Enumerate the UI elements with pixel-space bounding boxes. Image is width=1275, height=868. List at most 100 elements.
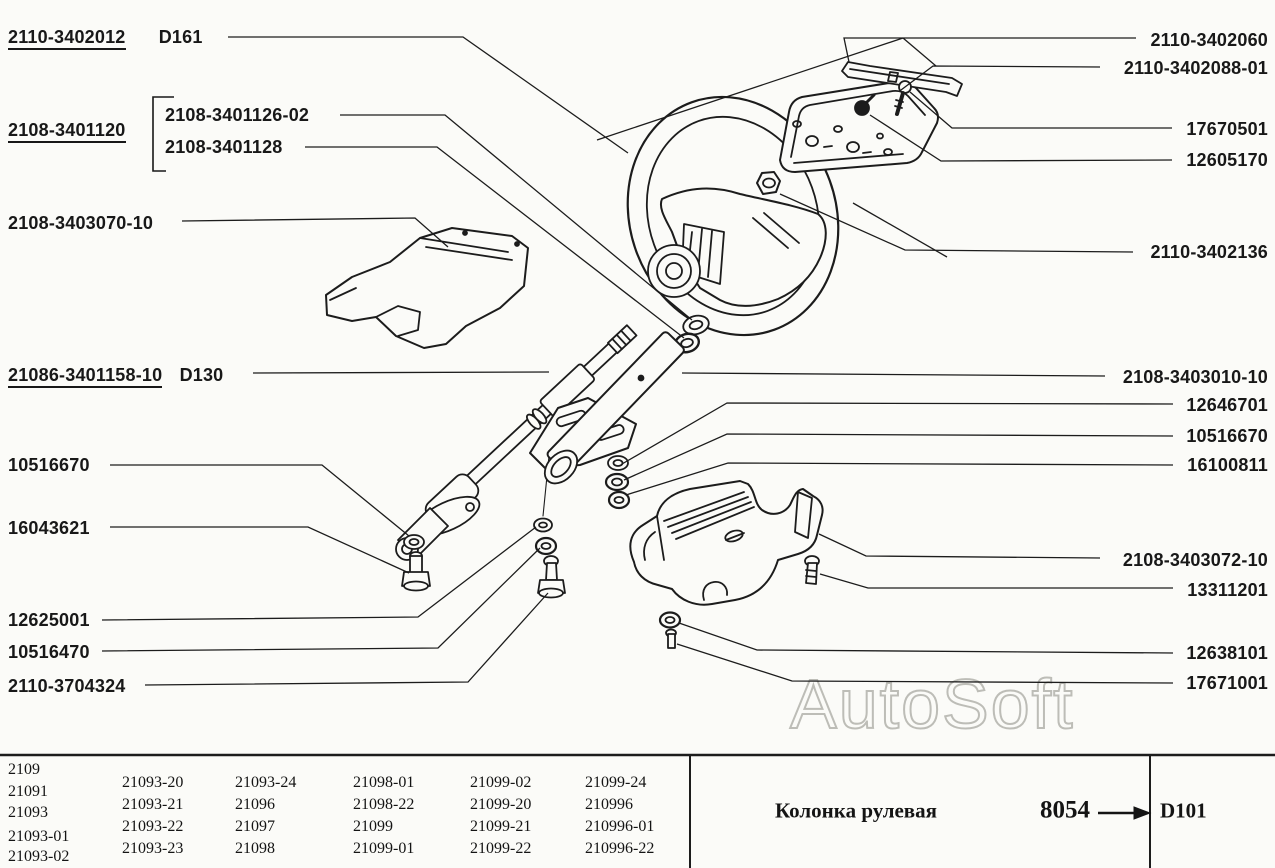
washer [533, 517, 553, 533]
part-label[interactable]: 21086-3401158-10 D130 [8, 365, 223, 388]
part-label[interactable]: 12638101 [1186, 644, 1268, 662]
steering-wheel [626, 95, 840, 337]
part-number[interactable]: 16100811 [1187, 455, 1268, 475]
hub-boss [647, 244, 701, 298]
label-bracket [152, 96, 174, 172]
mounting-bar [841, 61, 963, 97]
part-label[interactable]: 2108-3401128 [165, 138, 283, 156]
part-label[interactable]: 2108-3403010-10 [1123, 368, 1268, 386]
model-cell: 21093-20 [122, 774, 184, 791]
dash-silhouette [596, 37, 948, 258]
part-label[interactable]: 17671001 [1186, 674, 1268, 692]
part-label[interactable]: 12605170 [1186, 151, 1268, 169]
part-label[interactable]: 2108-3401126-02 [165, 106, 309, 124]
nut [604, 472, 630, 492]
model-cell: 21093-22 [122, 818, 184, 835]
model-cell: 21099 [353, 818, 393, 835]
part-number[interactable]: 12605170 [1186, 150, 1268, 170]
part-label[interactable]: 2108-3403070-10 [8, 214, 153, 232]
wheel-nut [756, 171, 781, 195]
model-cell: 21098-22 [353, 796, 415, 813]
table-grid [0, 753, 1275, 868]
part-number[interactable]: 10516670 [1186, 426, 1268, 446]
model-cell: 21093-02 [8, 848, 70, 865]
model-cell: 21093 [8, 804, 48, 821]
part-label[interactable]: 12625001 [8, 611, 90, 629]
model-cell: 21099-20 [470, 796, 532, 813]
lower-cover [629, 480, 824, 606]
part-number[interactable]: 2108-3401128 [165, 137, 283, 157]
part-label[interactable]: 2110-3402136 [1150, 243, 1268, 261]
model-cell: 21093-21 [122, 796, 184, 813]
model-cell: 21093-23 [122, 840, 184, 857]
model-cell: 21098-01 [353, 774, 415, 791]
model-cell: 2109 [8, 761, 40, 778]
model-cell: 210996-22 [585, 840, 655, 857]
nut [534, 536, 558, 556]
model-cell: 21099-02 [470, 774, 532, 791]
part-label[interactable]: 12646701 [1186, 396, 1268, 414]
model-cell: 21091 [8, 783, 48, 800]
washer [607, 455, 629, 471]
model-cell: 210996 [585, 796, 633, 813]
part-number[interactable]: 2108-3401120 [8, 120, 126, 143]
arrow-icon [1098, 806, 1152, 820]
part-number[interactable]: 2110-3704324 [8, 676, 126, 696]
nut [607, 490, 631, 510]
model-cell: 21099-24 [585, 774, 647, 791]
part-label[interactable]: 13311201 [1187, 581, 1268, 599]
part-label[interactable]: 2110-3402012 D161 [8, 27, 203, 50]
watermark-text: AutoSoft [790, 665, 1075, 743]
part-number[interactable]: 12625001 [8, 610, 90, 630]
model-cell: 21093-24 [235, 774, 297, 791]
part-number[interactable]: 21086-3401158-10 [8, 365, 163, 388]
model-cell: 21097 [235, 818, 275, 835]
part-label[interactable]: 2110-3402088-01 [1124, 59, 1268, 77]
part-label[interactable]: 10516470 [8, 643, 90, 661]
model-cell: 21093-01 [8, 828, 70, 845]
part-number[interactable]: 2108-3403070-10 [8, 213, 154, 233]
part-number[interactable]: 2108-3401126-02 [165, 105, 310, 125]
part-label[interactable]: 16100811 [1187, 456, 1268, 474]
part-label[interactable]: 10516670 [8, 456, 90, 474]
sheet-title: Колонка рулевая [775, 798, 938, 823]
part-label[interactable]: 2110-3402060 [1150, 31, 1268, 49]
sheet-number: 8054 [1040, 796, 1090, 824]
model-cell: 21099-22 [470, 840, 532, 857]
bolt [537, 555, 566, 599]
part-label[interactable]: 10516670 [1186, 427, 1268, 445]
pin [854, 93, 876, 116]
bolt [665, 628, 677, 649]
part-label[interactable]: 16043621 [8, 519, 90, 537]
part-number[interactable]: 12638101 [1186, 643, 1268, 663]
part-number[interactable]: 10516470 [8, 642, 90, 662]
part-number[interactable]: 2110-3402012 [8, 27, 126, 50]
part-number[interactable]: 2108-3403072-10 [1122, 550, 1268, 570]
part-label[interactable]: 2108-3403072-10 [1123, 551, 1268, 569]
part-number[interactable]: 17671001 [1186, 673, 1268, 693]
part-number[interactable]: 2108-3403010-10 [1122, 367, 1268, 387]
model-cell: 21099-21 [470, 818, 532, 835]
upper-cover [325, 227, 529, 349]
part-label[interactable]: 2110-3704324 [8, 677, 126, 695]
part-number[interactable]: 16043621 [8, 518, 90, 538]
part-label[interactable]: 17670501 [1186, 120, 1268, 138]
universal-joint [395, 473, 481, 561]
part-number[interactable]: 13311201 [1187, 580, 1268, 600]
bolt [401, 551, 431, 592]
part-number[interactable]: 10516670 [8, 455, 90, 475]
bolt [804, 555, 820, 585]
part-number[interactable]: 2110-3402136 [1150, 242, 1268, 262]
model-cell: 21099-01 [353, 840, 415, 857]
part-number[interactable]: 17670501 [1186, 119, 1268, 139]
washer [403, 534, 425, 550]
sheet-ref-code: D101 [1160, 798, 1207, 823]
part-label[interactable]: 2108-3401120 [8, 120, 126, 143]
part-number[interactable]: 12646701 [1186, 395, 1268, 415]
part-number[interactable]: 2110-3402088-01 [1123, 58, 1268, 78]
nut [658, 611, 682, 629]
part-number[interactable]: 2110-3402060 [1150, 30, 1268, 50]
leader-lines [101, 36, 1174, 686]
